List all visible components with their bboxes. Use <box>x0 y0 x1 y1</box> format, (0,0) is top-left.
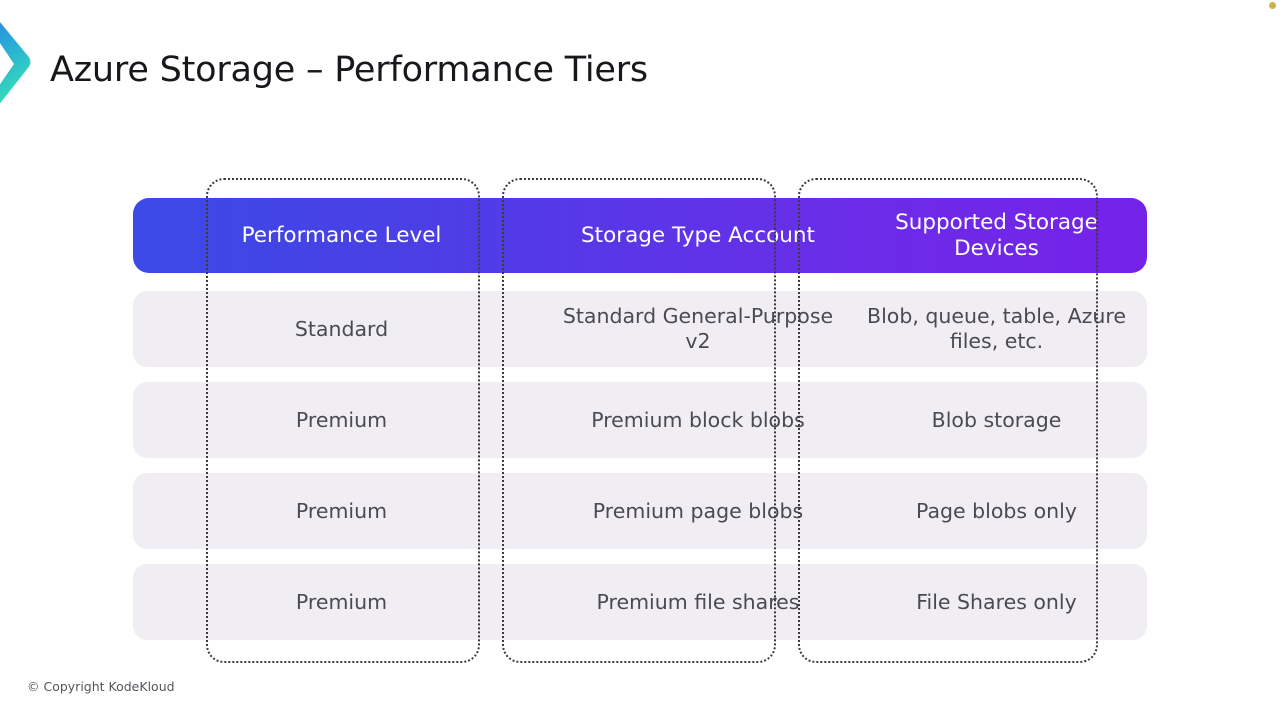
cell-performance-level: Premium <box>295 407 388 432</box>
table-row: Premium Premium page blobs Page blobs on… <box>133 473 1147 549</box>
table-row: Premium Premium file shares File Shares … <box>133 564 1147 640</box>
page-title: Azure Storage – Performance Tiers <box>50 50 648 90</box>
cell-performance-level: Premium <box>295 589 388 614</box>
cell-storage-type-account: Premium page blobs <box>592 498 804 523</box>
cell-performance-level: Standard <box>294 316 389 341</box>
table-row: Premium Premium block blobs Blob storage <box>133 382 1147 458</box>
cell-supported-storage-devices: File Shares only <box>916 589 1077 614</box>
cell-storage-type-account: Premium block blobs <box>591 407 805 432</box>
cell-performance-level: Premium <box>295 498 388 523</box>
table-row: Standard Standard General-Purpose v2 Blo… <box>133 291 1147 367</box>
cell-storage-type-account: Premium file shares <box>596 589 800 614</box>
copyright-footer: © Copyright KodeKloud <box>27 679 175 694</box>
table-header-storage-type-account: Storage Type Account <box>581 222 815 248</box>
gold-dot-icon <box>1269 2 1276 9</box>
table-header-performance-level: Performance Level <box>241 222 442 248</box>
chevron-right-icon <box>0 22 31 104</box>
cell-supported-storage-devices: Page blobs only <box>916 498 1077 523</box>
performance-tiers-table: Performance Level Storage Type Account S… <box>133 178 1147 668</box>
table-header-supported-storage-devices: Supported Storage Devices <box>895 209 1098 261</box>
cell-supported-storage-devices: Blob storage <box>931 407 1062 432</box>
cell-supported-storage-devices: Blob, queue, table, Azure files, etc. <box>867 304 1126 353</box>
cell-storage-type-account: Standard General-Purpose v2 <box>562 304 834 353</box>
table-header-row: Performance Level Storage Type Account S… <box>133 198 1147 273</box>
